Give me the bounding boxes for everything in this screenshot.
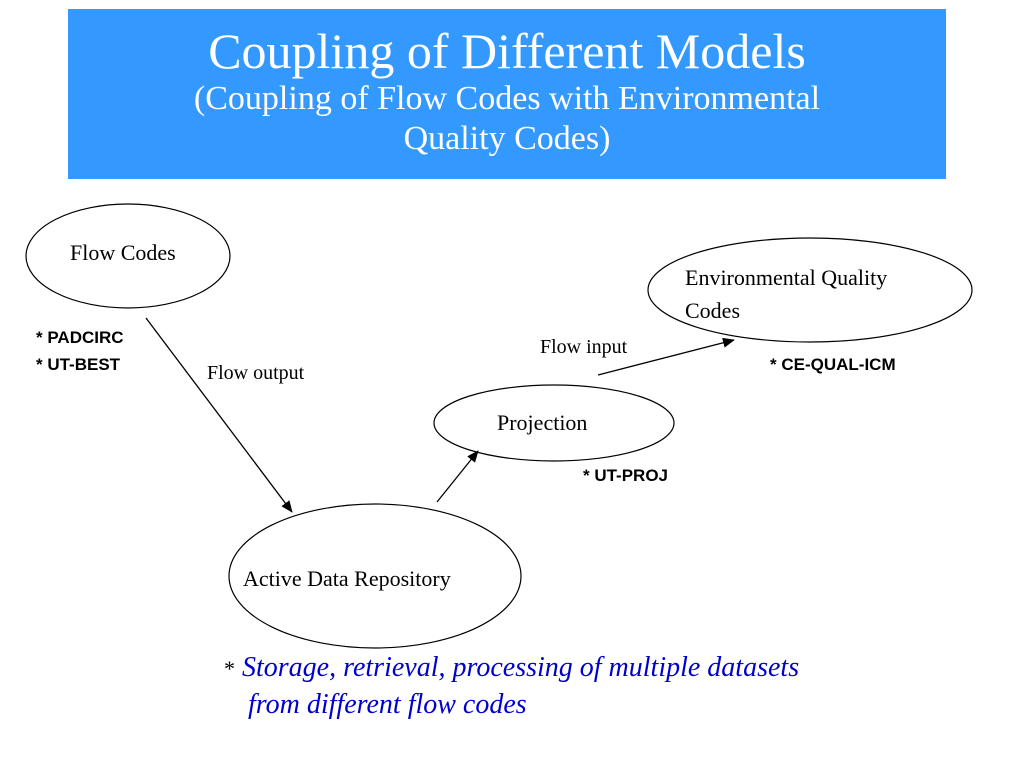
flow-output-arrow xyxy=(145,317,293,513)
env-quality-label-line2: Codes xyxy=(685,298,740,323)
repository-label: Active Data Repository xyxy=(243,566,451,591)
footnote-line1: Storage, retrieval, processing of multip… xyxy=(242,652,800,683)
flow-input-arrow xyxy=(597,337,735,376)
slide-subtitle-line2: Quality Codes) xyxy=(403,120,611,157)
repo-to-projection-arrow xyxy=(436,450,479,503)
flow-output-label: Flow output xyxy=(207,362,305,384)
tool-ce-qual-icm: * CE-QUAL-ICM xyxy=(770,355,896,374)
flow-codes-node xyxy=(25,203,231,309)
tool-ut-proj: * UT-PROJ xyxy=(583,466,669,485)
env-quality-node xyxy=(647,237,973,343)
tool-ut-best: * UT-BEST xyxy=(36,355,121,374)
footnote-bullet: * xyxy=(224,656,235,681)
title-banner: Coupling of Different Models (Coupling o… xyxy=(68,9,946,179)
flow-codes-label: Flow Codes xyxy=(70,240,176,265)
footnote-line2: from different flow codes xyxy=(248,689,527,720)
slide-subtitle-line1: (Coupling of Flow Codes with Environment… xyxy=(193,80,821,117)
repository-node xyxy=(228,503,522,649)
flow-input-label: Flow input xyxy=(540,336,628,358)
footnote: * Storage, retrieval, processing of mult… xyxy=(224,650,984,723)
projection-label: Projection xyxy=(497,410,588,435)
projection-node xyxy=(433,384,675,462)
tool-padcirc: * PADCIRC xyxy=(36,328,124,347)
env-quality-label-line1: Environmental Quality xyxy=(685,265,888,290)
slide-title: Coupling of Different Models xyxy=(208,23,806,79)
